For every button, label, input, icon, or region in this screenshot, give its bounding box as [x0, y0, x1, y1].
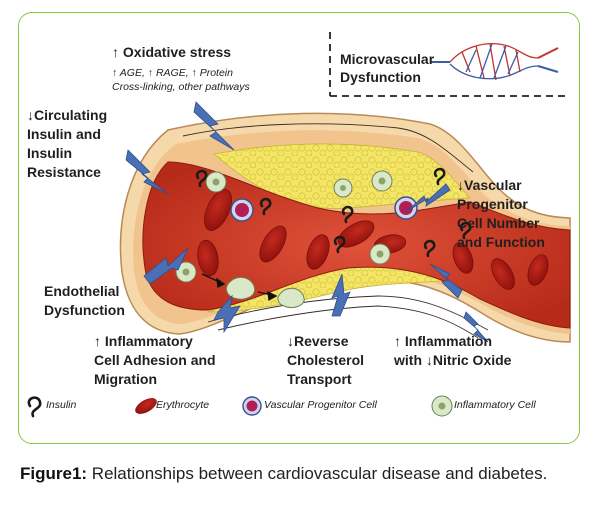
- inflam-adhesion-label-2: Cell Adhesion and: [94, 352, 216, 368]
- vpc-label-2: Progenitor: [457, 196, 528, 212]
- no-label-1: ↑ Inflammation: [394, 333, 493, 349]
- oxidative-sub1: ↑ AGE, ↑ RAGE, ↑ Protein: [112, 67, 233, 79]
- rct-label-1: ↓Reverse: [287, 333, 349, 349]
- diagram-art: [27, 32, 571, 418]
- microvascular-network-icon: [430, 43, 559, 81]
- rct-label-2: Cholesterol: [287, 352, 365, 368]
- endothelial-label-1: Endothelial: [44, 283, 120, 299]
- legend-icons: [27, 395, 453, 418]
- legend-erythrocyte-label: Erythrocyte: [156, 399, 210, 411]
- migration-arrows: [201, 273, 278, 302]
- vpc-label-1: ↓Vascular: [457, 177, 522, 193]
- legend-insulin-icon: [27, 396, 42, 418]
- inflam-adhesion-label-3: Migration: [94, 371, 157, 387]
- vpc-label-3: Cell Number: [457, 215, 540, 231]
- legend-insulin-label: Insulin: [46, 399, 77, 411]
- microvascular-label-1: Microvascular: [340, 51, 435, 67]
- caption-text: Relationships between cardiovascular dis…: [87, 464, 548, 483]
- erythrocytes: [197, 189, 549, 290]
- figure-caption: Figure1: Relationships between cardiovas…: [20, 462, 576, 486]
- oxidative-sub2: Cross-linking, other pathways: [112, 81, 250, 93]
- insulin-molecules: [195, 167, 472, 258]
- legend-inflammatory-label: Inflammatory Cell: [454, 399, 536, 411]
- insulin-label-2: Insulin and: [27, 126, 101, 142]
- lightning-bolts: [125, 101, 489, 343]
- insulin-label-3: Insulin: [27, 145, 73, 161]
- oxidative-stress-label: ↑ Oxidative stress: [112, 44, 232, 60]
- inset-separator: [329, 32, 566, 97]
- no-label-2: with ↓Nitric Oxide: [394, 352, 512, 368]
- legend-erythrocyte-icon: [135, 398, 157, 414]
- inflam-adhesion-label-1: ↑ Inflammatory: [94, 333, 193, 349]
- vascular-progenitor-cells: [230, 196, 418, 222]
- legend-vpc-label: Vascular Progenitor Cell: [264, 399, 377, 411]
- insulin-label-1: ↓Circulating: [27, 107, 108, 123]
- insulin-label-4: Resistance: [27, 164, 101, 180]
- microvascular-label-2: Dysfunction: [340, 69, 421, 85]
- rct-label-3: Transport: [287, 371, 352, 387]
- endothelial-label-2: Dysfunction: [44, 302, 125, 318]
- inflammatory-cells: [175, 170, 393, 309]
- caption-prefix: Figure1:: [20, 464, 88, 483]
- vpc-label-4: and Function: [457, 234, 545, 250]
